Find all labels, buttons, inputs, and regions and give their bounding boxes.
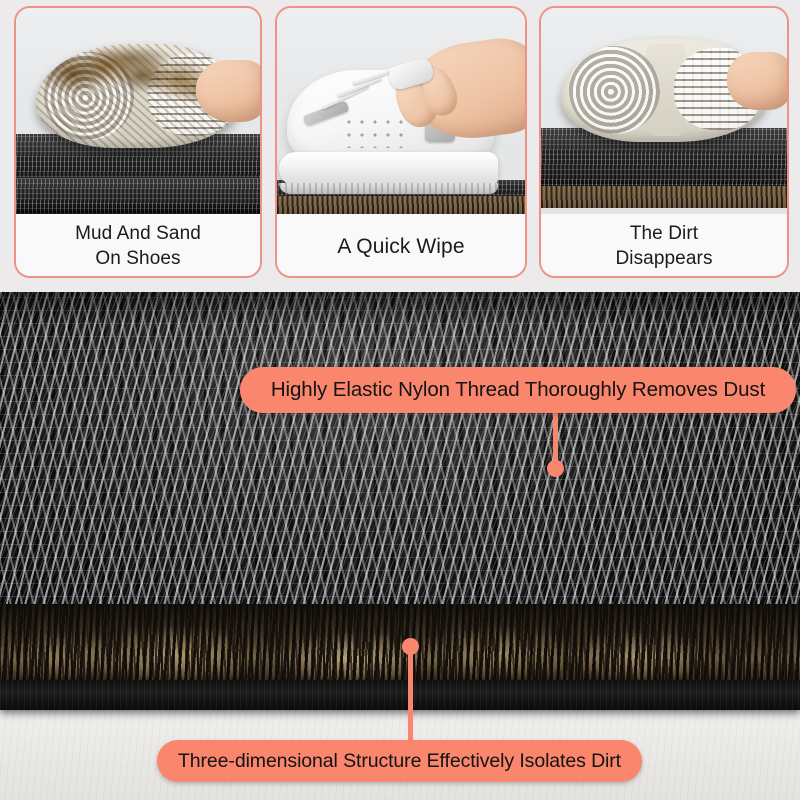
mat-slab-front-icon — [16, 178, 260, 214]
step-caption-line-1: The Dirt — [629, 223, 699, 244]
step-photo-dirty-sole — [16, 8, 260, 214]
step-caption-line-2: On Shoes — [95, 248, 181, 269]
sneaker-perforations-icon — [345, 118, 407, 148]
mat-sand-edge-icon — [277, 196, 525, 214]
step-caption-mud-and-sand: Mud And Sand On Shoes — [16, 214, 260, 276]
callout-leader-line-nylon — [553, 405, 558, 467]
step-caption-dirt-disappears: The Dirt Disappears — [541, 214, 787, 276]
mat-top-shadow — [0, 292, 800, 326]
mat-woven-surface — [0, 292, 800, 610]
hand-icon — [196, 60, 260, 122]
step-caption-line-2: Disappears — [615, 248, 713, 269]
step-card-row: Mud And Sand On Shoes — [0, 0, 800, 292]
hand-icon — [727, 52, 787, 110]
mat-sand-edge-icon — [541, 186, 787, 208]
callout-leader-dot-nylon — [547, 460, 564, 477]
callout-leader-line-structure — [408, 645, 413, 745]
sneaker-outsole-icon — [279, 183, 498, 195]
step-caption-line-1: A Quick Wipe — [337, 234, 465, 258]
mat-backing-base — [0, 680, 800, 710]
step-card-dirt-disappears: The Dirt Disappears — [539, 6, 789, 278]
mat-cross-section-fibers — [0, 604, 800, 686]
step-caption-line-1: Mud And Sand — [75, 223, 201, 244]
callout-badge-nylon-thread: Highly Elastic Nylon Thread Thoroughly R… — [240, 367, 796, 413]
step-photo-clean-sole — [541, 8, 787, 214]
step-caption-quick-wipe: A Quick Wipe — [277, 214, 525, 276]
step-card-mud-and-sand: Mud And Sand On Shoes — [14, 6, 262, 278]
hero-mat-photo — [0, 292, 800, 800]
callout-badge-three-dimensional-structure: Three-dimensional Structure Effectively … — [157, 740, 642, 782]
sneaker-midsole-icon — [279, 152, 498, 188]
step-card-quick-wipe: A Quick Wipe — [275, 6, 527, 278]
step-photo-wiping-sneaker — [277, 8, 525, 214]
sole-heel-rings-icon — [568, 46, 660, 134]
callout-leader-dot-structure — [402, 638, 419, 655]
